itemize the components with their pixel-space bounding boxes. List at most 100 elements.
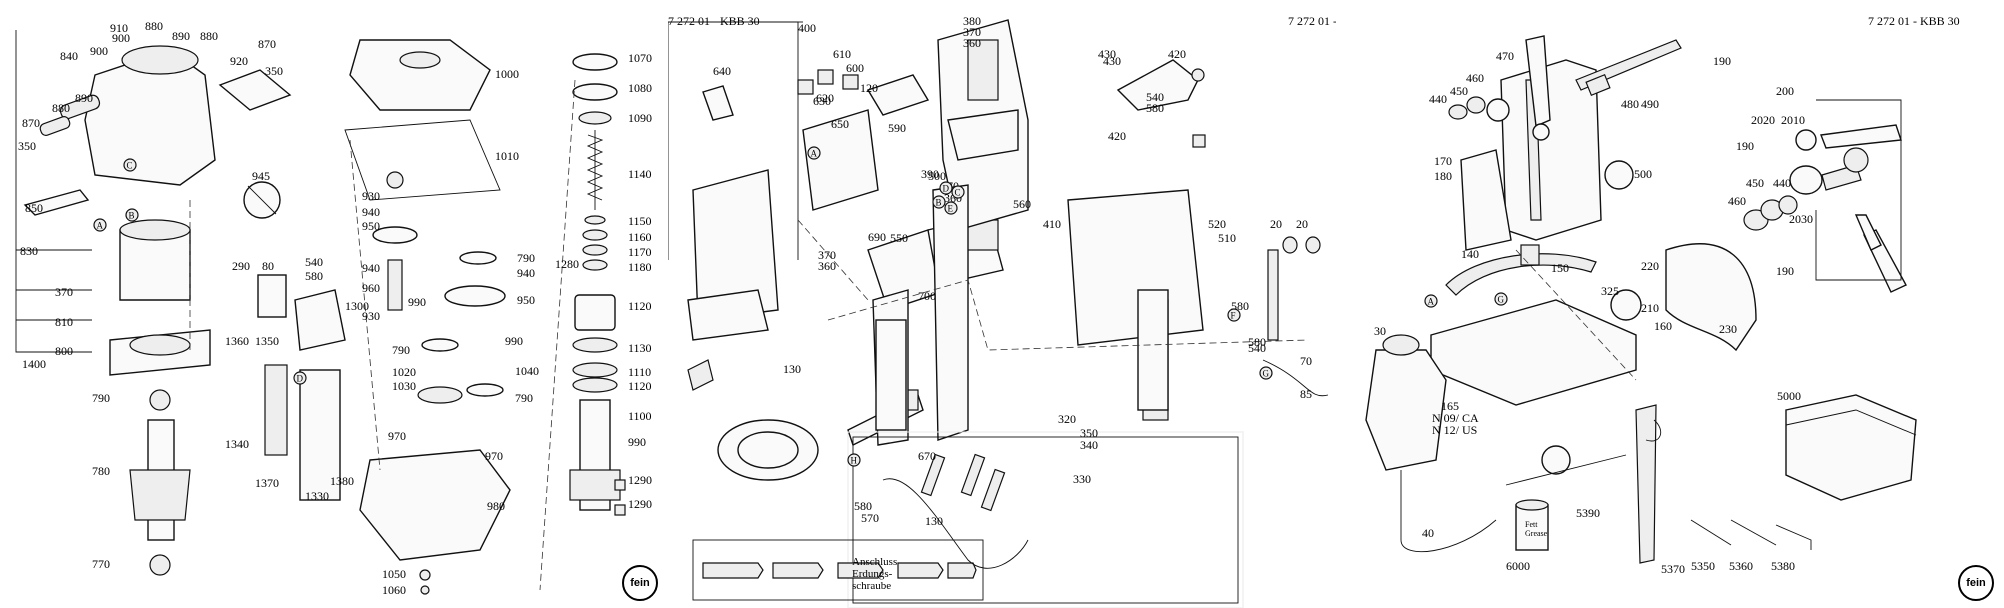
p2-part-label: 340 — [1080, 438, 1098, 452]
p3-part-label: 5000 — [1777, 389, 1801, 403]
p1-part-label: 930 — [362, 189, 380, 203]
p3-part-label: 190 — [1736, 139, 1754, 153]
callout-marker — [93, 218, 107, 232]
p1-part-label: 790 — [515, 391, 533, 405]
p2-part-label: 20 — [1270, 217, 1282, 231]
callout-marker — [1259, 366, 1273, 380]
p1-part-label: 930 — [362, 309, 380, 323]
p3-part-label: 5380 — [1771, 559, 1795, 573]
p2-part-label: 400 — [798, 21, 816, 35]
p2-part-label: 520 — [1208, 217, 1226, 231]
panel-2-title: 7 272 01 - KBB 30 — [668, 14, 760, 28]
p3-part-label: 500 — [1634, 167, 1652, 181]
p1-part-label: 1120 — [628, 299, 652, 313]
p3-part-label: 190 — [1776, 264, 1794, 278]
p2-part-label: 650 — [831, 117, 849, 131]
p2-part-label: 350 — [1080, 426, 1098, 440]
p1-part-label: 890 — [75, 91, 93, 105]
callout-marker-letter: E — [948, 204, 954, 214]
p1-part-label: 890 — [172, 29, 190, 43]
p3-part-label: 490 — [1641, 97, 1659, 111]
p3-part-label: 2010 — [1781, 113, 1805, 127]
p2-part-label: 70 — [1300, 354, 1312, 368]
callout-marker-letter: B — [129, 211, 135, 221]
callout-marker-letter: C — [127, 161, 133, 171]
p2-part-label: 700 — [918, 289, 936, 303]
p1-part-label: 880 — [52, 101, 70, 115]
p2-part-label: 380 — [963, 14, 981, 28]
gear-housing — [359, 449, 511, 561]
p1-part-label: 1150 — [628, 214, 652, 228]
p1-part-label: 870 — [258, 37, 276, 51]
p1-part-label: 790 — [92, 391, 110, 405]
callout-marker — [939, 181, 953, 195]
ground-screw-annotation: Anschluss Erdungs- schraube — [852, 556, 898, 592]
p1-part-label: 880 — [200, 29, 218, 43]
panel-2-title-right: 7 272 01 - KBB 30 — [1288, 14, 1336, 28]
p1-part-label: 1140 — [628, 167, 652, 181]
p1-part-label: 945 — [252, 169, 270, 183]
p2-part-label: 580 — [854, 499, 872, 513]
p2-part-label: 420 — [1168, 47, 1186, 61]
gearbox-cover — [349, 39, 491, 111]
p1-part-label: 1060 — [382, 583, 406, 597]
p1-part-label: 910 — [110, 21, 128, 35]
p1-part-label: 1110 — [628, 365, 651, 379]
callout-marker — [951, 185, 965, 199]
p2-part-label: 20 — [1296, 217, 1308, 231]
p1-part-label: 880 — [145, 19, 163, 33]
p1-part-label: 80 — [262, 259, 274, 273]
p1-part-label: 770 — [92, 557, 110, 571]
p1-part-label: 900 — [112, 31, 130, 45]
p1-part-label: 970 — [388, 429, 406, 443]
callout-marker — [1424, 294, 1438, 308]
p1-part-label: 1290 — [628, 497, 652, 511]
callout-marker — [944, 201, 958, 215]
callout-marker — [293, 371, 307, 385]
p3-part-label: 165 — [1441, 399, 1459, 413]
p2-part-label: 330 — [1073, 472, 1091, 486]
callout-marker-letter: D — [943, 184, 950, 194]
p2-part-label: 370 — [818, 248, 836, 262]
p1-part-label: 350 — [18, 139, 36, 153]
p1-part-label: 1000 — [495, 67, 519, 81]
p2-part-label: 610 — [833, 47, 851, 61]
p1-part-label: 780 — [92, 464, 110, 478]
p1-part-label: 870 — [22, 116, 40, 130]
p3-part-label: N 09/ CA — [1432, 411, 1479, 425]
exploded-view-panel-stand: 7 272 01 - KBB 30 7 272 01 - KBB 30 — [668, 0, 1336, 608]
p3-part-label: 30 — [1374, 324, 1386, 338]
fein-logo: fein — [1958, 565, 1994, 601]
p2-part-label: 120 — [860, 81, 878, 95]
p1-part-label: 350 — [265, 64, 283, 78]
p1-part-label: 1040 — [515, 364, 539, 378]
p1-part-label: 540 — [305, 255, 323, 269]
p2-part-label: 370 — [963, 25, 981, 39]
p3-part-label: 220 — [1641, 259, 1659, 273]
p2-part-label: 85 — [1300, 387, 1312, 401]
p3-part-label: 460 — [1728, 194, 1746, 208]
p2-part-label: 430 — [1098, 47, 1116, 61]
panel-3-title: 7 272 01 - KBB 30 — [1868, 14, 1960, 28]
p2-part-label: 580 — [1146, 101, 1164, 115]
p3-part-label: 450 — [1450, 84, 1468, 98]
callout-marker-letter: B — [936, 198, 942, 208]
p1-part-label: 1010 — [495, 149, 519, 163]
p3-part-label: 460 — [1466, 71, 1484, 85]
p1-part-label: 1280 — [555, 257, 579, 271]
p3-part-label: 440 — [1773, 176, 1791, 190]
p1-part-label: 1330 — [305, 489, 329, 503]
p1-part-label: 1370 — [255, 476, 279, 490]
p1-part-label: 940 — [362, 205, 380, 219]
p2-part-label: 560 — [1013, 197, 1031, 211]
callout-marker-letter: G — [1498, 295, 1505, 305]
p1-part-label: 940 — [517, 266, 535, 280]
p2-part-label: 590 — [888, 121, 906, 135]
p2-part-label: 620 — [816, 91, 834, 105]
p1-part-label: 900 — [90, 44, 108, 58]
callout-marker — [1494, 292, 1508, 306]
p3-part-label: 325 — [1601, 284, 1619, 298]
